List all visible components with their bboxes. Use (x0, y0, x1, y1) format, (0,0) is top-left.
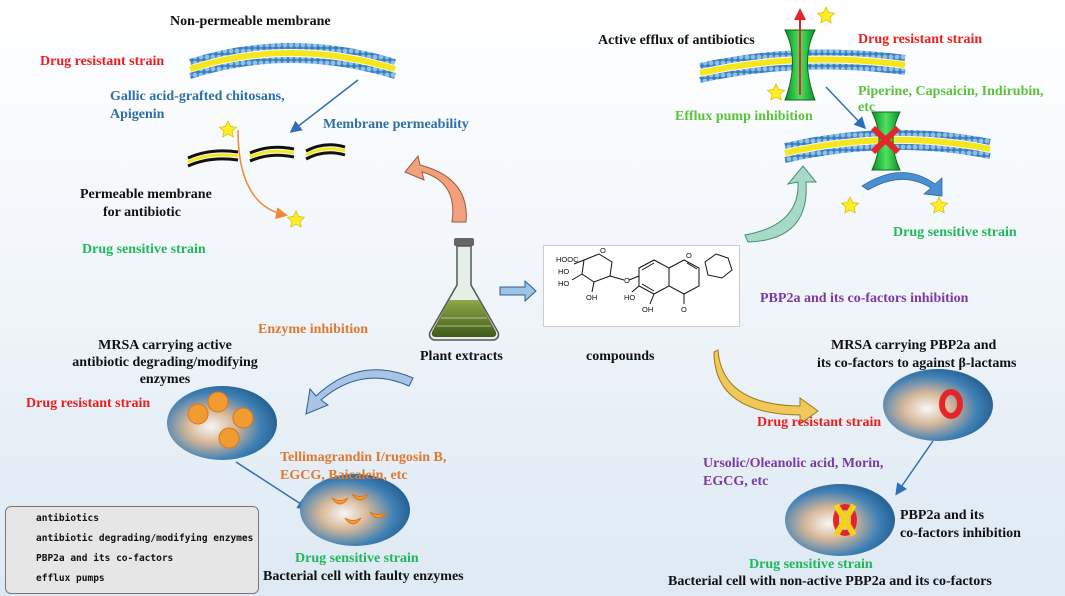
flask-to-compound-arrow (499, 279, 537, 303)
legend-item-pbp2a: PBP2a and its co-factors (36, 553, 174, 564)
label-efflux-pump-inhibition: Efflux pump inhibition (675, 109, 813, 124)
efflux-blocked-arrow (861, 172, 943, 197)
membrane-pathway-arrow (404, 154, 467, 223)
label-mrsa-enzymes-3: enzymes (139, 372, 191, 387)
legend-item-efflux-pumps: efflux pumps (36, 573, 105, 584)
chem-hooc: HOOC (556, 255, 579, 264)
antibiotic-entry-arrow (237, 129, 288, 219)
label-drug-resistant-strain: Drug resistant strain (757, 415, 882, 430)
non-permeable-membrane (189, 43, 396, 79)
chem-o-keto: O (681, 305, 687, 314)
label-apigenin: Apigenin (110, 107, 165, 122)
label-ursolic-egcg: EGCG, etc (703, 474, 769, 489)
label-drug-sensitive-strain: Drug sensitive strain (82, 242, 206, 257)
star-icon (840, 196, 860, 214)
chem-o-ring: O (600, 246, 606, 255)
legend-item-antibiotics: antibiotics (36, 513, 99, 524)
enzyme-inhibition-arrow (235, 461, 310, 510)
label-compounds: compounds (586, 349, 655, 364)
label-piperine: Piperine, Capsaicin, Indirubin, (858, 84, 1044, 99)
chem-ho-1: HO (558, 267, 569, 276)
label-drug-sensitive-strain: Drug sensitive strain (295, 551, 419, 566)
label-drug-resistant-strain: Drug resistant strain (40, 54, 165, 69)
chem-ho-2: HO (558, 279, 569, 288)
label-pbp2a-inhibition: PBP2a and its co-factors inhibition (760, 291, 969, 306)
pbp2a-ring-icon (939, 389, 963, 419)
label-for-antibiotic: for antibiotic (103, 205, 181, 220)
enzyme-icon (187, 391, 254, 449)
flask-icon (428, 238, 500, 341)
sensitive-cell-pbp2a (785, 484, 895, 556)
label-drug-sensitive-strain: Drug sensitive strain (893, 225, 1017, 240)
star-icon (218, 120, 238, 138)
label-piperine-etc: etc (858, 100, 876, 115)
label-drug-resistant-strain: Drug resistant strain (26, 396, 151, 411)
baicalin-structure-icon: HOOC O HO HO OH O O HO OH O (556, 246, 733, 314)
permeability-arrow (289, 79, 359, 133)
label-mrsa-enzymes-2: antibiotic degrading/modifying (72, 355, 258, 370)
resistant-cell-enzymes (167, 386, 277, 460)
label-nonactive-pbp2a: Bacterial cell with non-active PBP2a and… (668, 574, 992, 589)
label-pbp2a-its: PBP2a and its (900, 508, 985, 523)
label-mrsa-pbp2a-1: MRSA carrying PBP2a and (831, 338, 997, 353)
efflux-inhibition-arrow (825, 86, 867, 130)
compound-structure-box: HOOC O HO HO OH O O HO OH O (543, 245, 740, 327)
label-co-factors-inhibition: co-factors inhibition (900, 526, 1021, 541)
label-egcg-baicalein: EGCG, Baicalein, etc (280, 468, 408, 483)
chem-ho-3: HO (624, 293, 635, 302)
permeable-membrane (187, 143, 346, 168)
label-mrsa-pbp2a-2: its co-factors to against β-lactams (817, 356, 1017, 371)
star-icon (929, 196, 949, 214)
label-ursolic: Ursolic/Oleanolic acid, Morin, (703, 456, 884, 471)
label-plant-extracts: Plant extracts (420, 349, 503, 364)
label-tellimagrandin: Tellimagrandin I/rugosin B, (280, 450, 447, 465)
label-permeable-membrane: Permeable membrane (80, 187, 212, 202)
star-icon (286, 210, 306, 228)
label-drug-resistant-strain: Drug resistant strain (858, 32, 983, 47)
chem-oh-ring: OH (642, 305, 653, 314)
pbp2a-pathway-arrow (713, 349, 819, 425)
legend-item-enzymes: antibiotic degrading/modifying enzymes (36, 533, 254, 544)
chem-oh-sugar: OH (586, 293, 597, 302)
chem-o-link: O (624, 276, 630, 285)
label-active-efflux: Active efflux of antibiotics (598, 33, 755, 48)
label-enzyme-inhibition: Enzyme inhibition (258, 322, 369, 337)
inhibition-cross-icon (870, 125, 901, 155)
enzyme-pathway-arrow (305, 369, 414, 415)
pbp2a-inhibition-arrow (895, 440, 934, 496)
star-icon (766, 83, 786, 101)
legend: antibiotics antibiotic degrading/modifyi… (5, 506, 259, 594)
sensitive-cell-faulty-enzymes (300, 474, 410, 546)
efflux-pathway-arrow (744, 165, 818, 243)
label-gallic-acid: Gallic acid-grafted chitosans, (110, 89, 285, 104)
chem-o-pyran: O (686, 251, 692, 260)
label-non-permeable-membrane: Non-permeable membrane (170, 14, 331, 29)
label-mrsa-enzymes-1: MRSA carrying active (98, 338, 232, 353)
resistant-cell-pbp2a (883, 369, 993, 441)
star-icon (816, 6, 836, 24)
label-membrane-permeability: Membrane permeability (323, 117, 469, 132)
label-drug-sensitive-strain: Drug sensitive strain (749, 557, 873, 572)
label-faulty-enzymes: Bacterial cell with faulty enzymes (263, 569, 464, 584)
